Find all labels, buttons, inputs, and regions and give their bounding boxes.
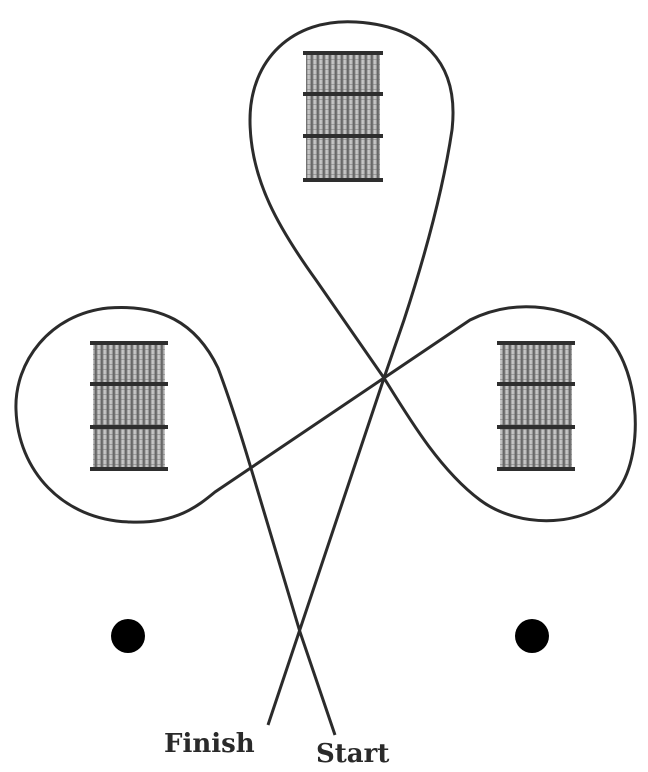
left-marker [111,619,145,653]
finish-label: Finish [164,729,255,759]
right-marker [515,619,549,653]
right-barrel [497,341,575,471]
top-barrel [303,51,383,182]
start-label: Start [316,739,389,769]
left-barrel [90,341,168,471]
left-loop-path [16,307,384,735]
